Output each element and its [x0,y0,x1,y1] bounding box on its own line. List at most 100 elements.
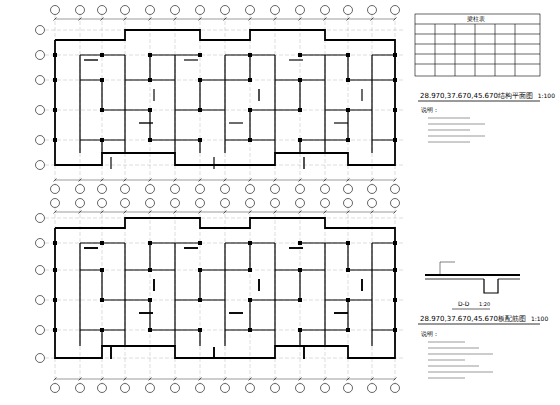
rebar-line [84,248,98,249]
dimension-tick [101,211,104,214]
interior-wall [250,243,275,244]
rebar-line [214,347,215,359]
interior-wall [80,243,102,244]
scale-note: 1:100 [530,316,549,322]
grid-bubble [51,199,60,208]
grid-bubble [321,384,330,393]
grid-bubble [171,185,180,194]
section-d-d [425,262,520,309]
table-rule [495,24,496,76]
grid-bubble [271,199,280,208]
column [393,108,397,112]
dimension-tick [224,18,227,21]
interior-wall [200,80,225,81]
rebar-line [259,279,260,291]
note-line [428,354,493,355]
interior-wall [175,140,200,141]
interior-wall [102,330,125,331]
rebar-line [229,313,243,314]
rebar-line [229,313,243,314]
interior-wall [347,110,348,140]
rebar-line [139,313,153,314]
column [198,328,202,332]
rebar-line [289,248,303,249]
grid-line [372,208,373,383]
dimension-tick [199,378,202,381]
rebar-line [214,157,215,169]
interior-wall [372,243,395,244]
scale-note: 1:100 [537,93,556,99]
interior-wall [175,110,200,111]
interior-wall [324,110,325,140]
dimension-tick [101,179,104,182]
interior-wall [149,110,150,140]
note-line [428,348,479,349]
interior-wall [324,55,325,80]
outer-wall [55,218,395,358]
slab-line [498,279,520,280]
grid-bubble [36,106,45,115]
leader-line [440,262,455,263]
rebar-line [334,123,348,124]
interior-wall [225,243,250,244]
rebar-line [304,157,305,169]
interior-wall [274,330,275,346]
dimension-line [55,180,395,181]
grid-bubble [51,185,60,194]
grid-bubble [344,6,353,15]
interior-wall [80,330,102,331]
grid-line [45,30,405,31]
rebar-line [84,60,98,61]
upper-structural-plan [36,6,406,194]
rebar-line [84,248,98,249]
interior-wall [371,243,372,270]
interior-wall [347,243,348,270]
rebar-line [334,313,348,314]
interior-wall [250,110,275,111]
grid-line [45,243,405,244]
grid-bubble [221,185,230,194]
note-line [428,118,470,119]
interior-wall [102,55,125,56]
grid-bubble [36,326,45,335]
column [248,268,252,272]
interior-wall [80,270,102,271]
rebar-line [259,279,260,291]
dimension-tick [299,179,302,182]
dimension-tick [124,18,127,21]
rebar-line [289,248,303,249]
interior-wall [371,140,372,153]
dimension-tick [149,211,152,214]
drawing-title: 28.970,37.670,45.670板配筋图 [419,316,527,323]
grid-bubble [296,384,305,393]
column [100,241,104,245]
rebar-line [229,313,243,314]
grid-bubble [36,354,45,363]
interior-wall [174,140,175,153]
dimension-tick [199,18,202,21]
dimension-tick [371,378,374,381]
interior-wall [224,330,225,346]
note-line [428,360,465,361]
interior-wall [300,80,325,81]
column [346,78,350,82]
grid-bubble [296,6,305,15]
grid-bubble [51,384,60,393]
column [346,53,350,57]
dimension-tick [149,378,152,381]
interior-wall [79,80,80,110]
interior-wall [325,55,348,56]
interior-wall [150,330,175,331]
dimension-tick [394,211,397,214]
rebar-line [304,157,305,169]
note-line [428,136,485,137]
rebar-line [334,123,348,124]
grid-bubble [271,6,280,15]
interior-wall [80,55,102,56]
interior-wall [149,243,150,270]
interior-wall [249,110,250,140]
interior-wall [101,330,102,346]
rebar-line [229,313,243,314]
column [100,138,104,142]
rebar-line [259,89,260,101]
